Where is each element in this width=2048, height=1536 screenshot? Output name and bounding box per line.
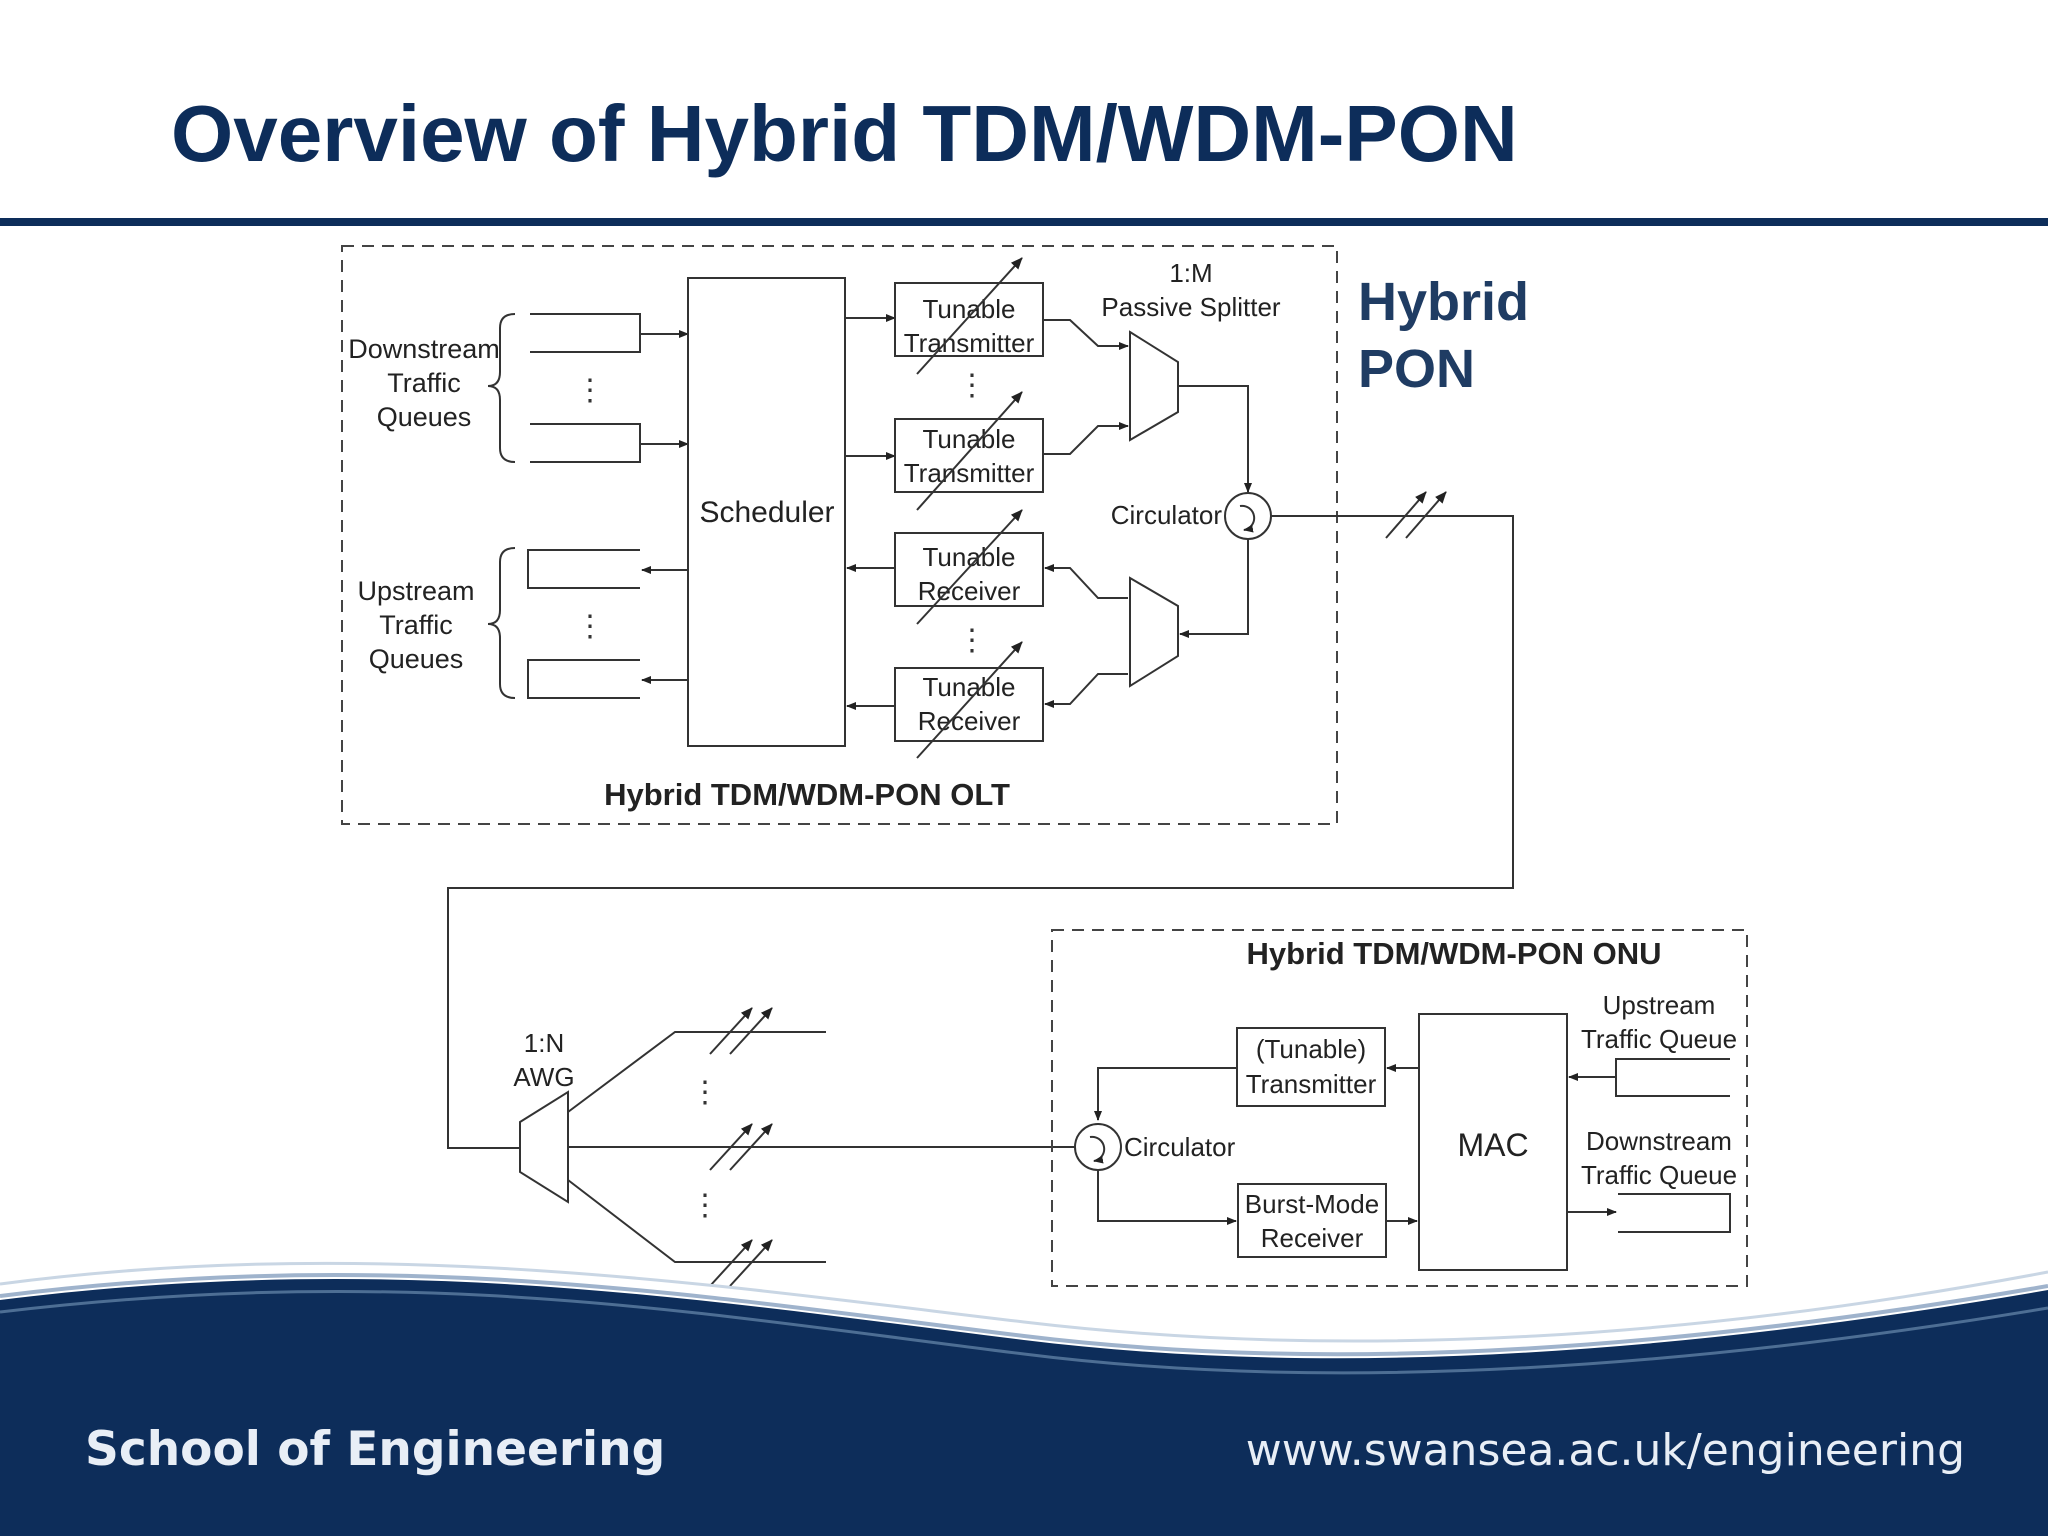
feeder-fiber-marker (1385, 491, 1447, 539)
svg-text:Passive Splitter: Passive Splitter (1101, 292, 1281, 322)
onu-circulator (1074, 1123, 1122, 1171)
svg-text:PON: PON (1358, 339, 1475, 399)
svg-text:Downstream: Downstream (1586, 1126, 1732, 1156)
onu-downstream-queue (1618, 1193, 1731, 1233)
svg-text:Traffic: Traffic (387, 368, 461, 398)
awg-output-1 (567, 1031, 826, 1113)
svg-text:Transmitter: Transmitter (1246, 1069, 1377, 1099)
svg-text:1:N: 1:N (524, 1028, 564, 1058)
svg-text:Traffic Queue: Traffic Queue (1581, 1160, 1737, 1190)
downstream-queue-1 (530, 313, 641, 353)
svg-text:Traffic Queue: Traffic Queue (1581, 1024, 1737, 1054)
awg-label: 1:N AWG (513, 1028, 574, 1092)
tunable-arrow (916, 257, 1023, 375)
onu-burst-mode-receiver: Burst-Mode Receiver (1237, 1183, 1387, 1258)
scheduler-block (687, 277, 846, 747)
awg (519, 1090, 569, 1204)
awg-ellipsis-lower: ⋮ (690, 1189, 720, 1222)
title-rule (0, 218, 2048, 226)
onu-upstream-queue-label: Upstream Traffic Queue (1581, 990, 1737, 1054)
svg-text:(Tunable): (Tunable) (1256, 1034, 1366, 1064)
passive-splitter-upper (1129, 330, 1179, 442)
tunable-arrow (916, 391, 1023, 511)
svg-text:Receiver: Receiver (918, 706, 1021, 736)
olt-title: Hybrid TDM/WDM-PON OLT (604, 777, 1010, 812)
svg-text:Upstream: Upstream (357, 576, 474, 606)
passive-splitter-lower (1129, 576, 1179, 688)
svg-text:Downstream: Downstream (348, 334, 500, 364)
svg-text:Transmitter: Transmitter (904, 328, 1035, 358)
svg-text:Tunable: Tunable (923, 294, 1016, 324)
svg-text:Traffic: Traffic (379, 610, 453, 640)
hybrid-pon-label: Hybrid PON (1358, 272, 1529, 399)
svg-text:Queues: Queues (369, 644, 464, 674)
upstream-queue-2 (527, 659, 640, 699)
svg-text:Transmitter: Transmitter (904, 458, 1035, 488)
receiver-ellipsis: ⋮ (957, 624, 987, 657)
mac-block (1418, 1013, 1568, 1271)
olt-circulator-label: Circulator (1111, 500, 1223, 530)
tunable-receiver-2: Tunable Receiver (894, 641, 1044, 759)
tunable-receiver-1: Tunable Receiver (894, 509, 1044, 625)
olt-circulator (1224, 492, 1272, 540)
feeder-fiber (447, 515, 1514, 1149)
downstream-queue-2 (530, 423, 641, 463)
svg-text:Upstream: Upstream (1603, 990, 1716, 1020)
tunable-transmitter-2: Tunable Transmitter (894, 391, 1044, 511)
downstream-ellipsis: ⋮ (575, 374, 605, 407)
tunable-transmitter-1: Tunable Transmitter (894, 257, 1044, 375)
mac-label: MAC (1457, 1127, 1528, 1163)
svg-text:Queues: Queues (377, 402, 472, 432)
transmitter-ellipsis: ⋮ (957, 369, 987, 402)
svg-text:1:M: 1:M (1169, 258, 1212, 288)
splitter-label: 1:M Passive Splitter (1101, 258, 1281, 322)
onu-circulator-label: Circulator (1124, 1132, 1236, 1162)
downstream-brace (487, 313, 516, 463)
olt-boundary (341, 245, 1338, 825)
awg-output-3 (567, 1179, 826, 1263)
svg-text:Receiver: Receiver (918, 576, 1021, 606)
svg-text:Hybrid: Hybrid (1358, 272, 1529, 332)
upstream-queues-label: Upstream Traffic Queues (357, 576, 474, 674)
svg-text:Tunable: Tunable (923, 672, 1016, 702)
scheduler-label: Scheduler (699, 496, 834, 529)
distribution-fiber-markers (709, 1007, 773, 1287)
svg-text:AWG: AWG (513, 1062, 574, 1092)
svg-text:Burst-Mode: Burst-Mode (1245, 1189, 1379, 1219)
onu-downstream-queue-label: Downstream Traffic Queue (1581, 1126, 1737, 1190)
tunable-arrow (916, 641, 1023, 759)
svg-text:Receiver: Receiver (1261, 1223, 1364, 1253)
awg-ellipsis-upper: ⋮ (690, 1076, 720, 1109)
upstream-queue-1 (527, 549, 640, 589)
upstream-ellipsis: ⋮ (575, 610, 605, 643)
tunable-arrow (916, 509, 1023, 625)
footer-school-name: School of Engineering (85, 1422, 666, 1477)
onu-tunable-transmitter: (Tunable) Transmitter (1236, 1027, 1386, 1107)
upstream-brace (487, 547, 516, 699)
downstream-queues-label: Downstream Traffic Queues (348, 334, 500, 432)
onu-upstream-queue (1615, 1058, 1730, 1097)
onu-boundary (1051, 929, 1748, 1287)
svg-text:Tunable: Tunable (923, 424, 1016, 454)
footer-band (0, 1261, 2048, 1536)
onu-title: Hybrid TDM/WDM-PON ONU (1246, 936, 1661, 971)
slide-title: Overview of Hybrid TDM/WDM-PON (171, 89, 1518, 178)
footer-url[interactable]: www.swansea.ac.uk/engineering (1245, 1425, 1965, 1476)
